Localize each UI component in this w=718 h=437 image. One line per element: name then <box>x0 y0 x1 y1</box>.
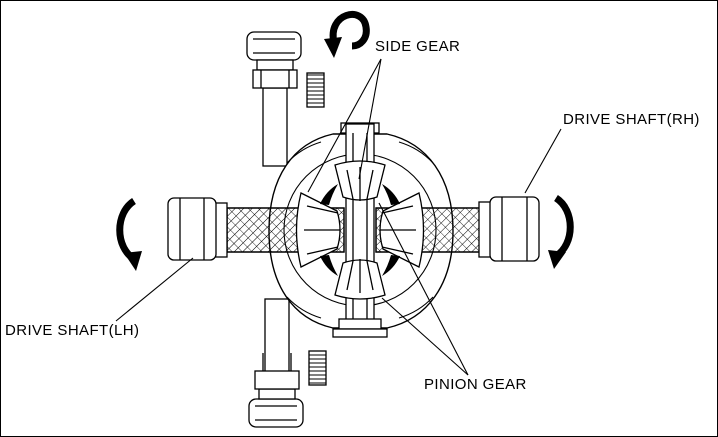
gear-mesh-shading <box>320 184 400 276</box>
pinion-gears <box>334 160 386 300</box>
side-gear-label: SIDE GEAR <box>375 38 461 55</box>
side-gears <box>295 192 425 268</box>
rotation-arrow-right-icon <box>548 195 574 269</box>
top-shaft-assembly <box>246 31 325 167</box>
left-drive-shaft <box>167 197 345 261</box>
rotation-arrow-left-icon <box>116 198 142 271</box>
rotation-arrow-top-icon <box>324 11 370 58</box>
drive-shaft-rh-label: DRIVE SHAFT(RH) <box>563 111 700 128</box>
drive-shaft-lh-label: DRIVE SHAFT(LH) <box>5 322 140 339</box>
bottom-shaft-assembly <box>248 298 327 428</box>
pinion-gear-label: PINION GEAR <box>424 376 527 393</box>
leader-lines <box>115 58 562 376</box>
